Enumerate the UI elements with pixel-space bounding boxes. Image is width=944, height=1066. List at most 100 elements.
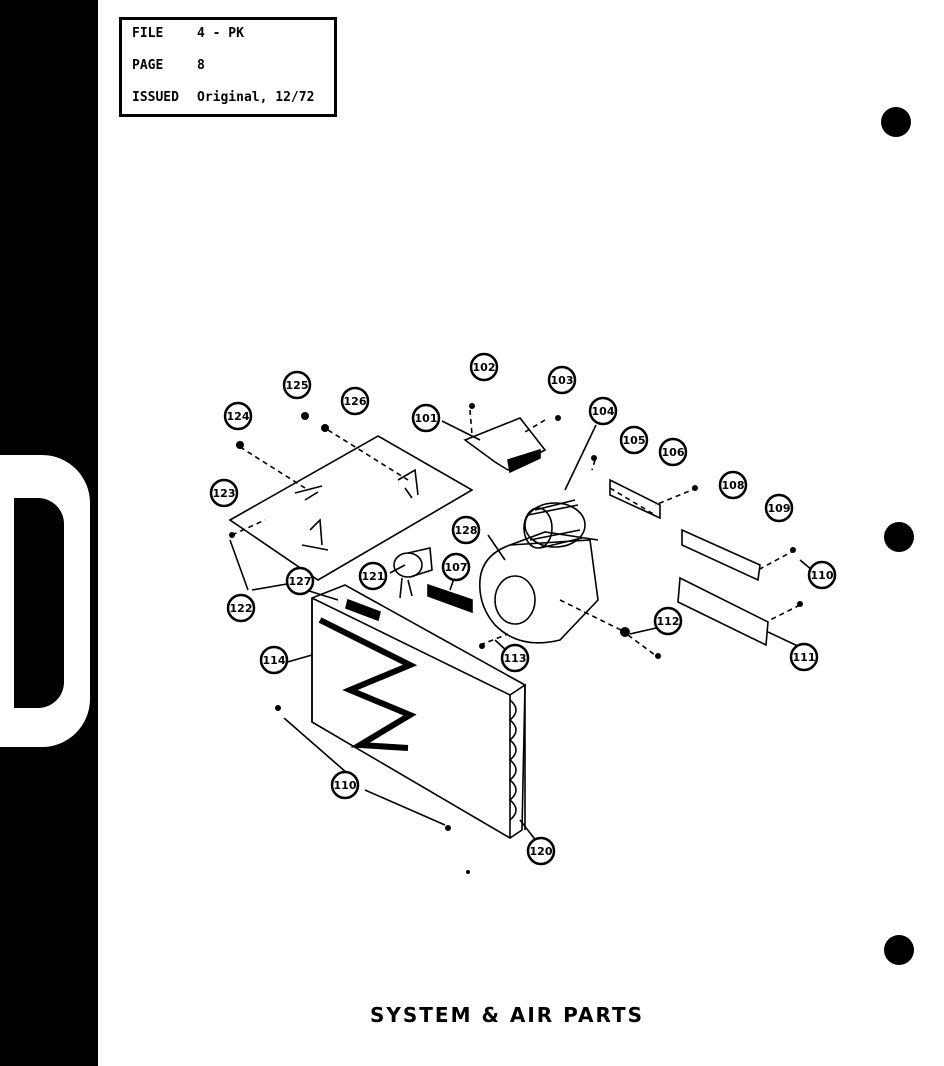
blower-wheel-blades — [527, 499, 583, 549]
callout-114: 114 — [259, 645, 289, 675]
callout-121: 121 — [358, 561, 388, 591]
file-row: FILE 4 - PK — [132, 26, 244, 41]
callout-number: 112 — [657, 615, 680, 628]
callout-number: 111 — [793, 651, 816, 664]
callout-circle — [619, 425, 649, 455]
issued-label: ISSUED — [132, 90, 179, 105]
callout-110: 110 — [330, 770, 360, 800]
callout-number: 123 — [213, 487, 236, 500]
callout-number: 106 — [662, 446, 685, 459]
callout-number: 101 — [415, 412, 438, 425]
callout-120: 120 — [526, 836, 556, 866]
callout-107: 107 — [441, 552, 471, 582]
callout-circle — [469, 352, 499, 382]
callout-103: 103 — [547, 365, 577, 395]
callout-102: 102 — [469, 352, 499, 382]
plate-bracket-2 — [301, 518, 329, 551]
callout-circle — [411, 403, 441, 433]
callout-125: 125 — [282, 370, 312, 400]
callout-circle — [500, 643, 530, 673]
callout-circle — [340, 386, 370, 416]
callout-number: 104 — [592, 405, 615, 418]
callout-108: 108 — [718, 470, 748, 500]
panel-111 — [677, 576, 769, 647]
cover-flange — [507, 448, 541, 474]
callout-circle — [789, 642, 819, 672]
callout-layer: 101 102 103 104 105 106 107 108 109 110 110 111 112 1… — [209, 352, 837, 866]
bracket-109 — [681, 528, 761, 582]
blower-wheel — [524, 502, 586, 548]
callout-123: 123 — [209, 478, 239, 508]
parts-sheet — [98, 0, 944, 1066]
callout-number: 110 — [334, 779, 357, 792]
callout-circle — [807, 560, 837, 590]
motor-leads — [399, 547, 433, 599]
blower-housing-opening — [494, 575, 536, 625]
callout-circle — [358, 561, 388, 591]
callout-number: 122 — [230, 602, 253, 615]
callout-circle — [285, 566, 315, 596]
callout-124: 124 — [223, 401, 253, 431]
binder-hole-middle — [884, 522, 914, 552]
callout-number: 103 — [551, 374, 574, 387]
callout-circle — [330, 770, 360, 800]
diagram-caption: SYSTEM & AIR PARTS — [370, 1003, 644, 1027]
base-plate — [228, 435, 474, 581]
page-value: 8 — [197, 58, 205, 73]
callout-circle — [209, 478, 239, 508]
issued-value: Original, 12/72 — [197, 90, 315, 105]
callout-110: 110 — [807, 560, 837, 590]
callout-number: 127 — [289, 575, 312, 588]
fastener-guide-lines — [231, 409, 801, 656]
callout-109: 109 — [764, 493, 794, 523]
callout-number: 128 — [455, 524, 478, 537]
callout-104: 104 — [588, 396, 618, 426]
callout-circle — [658, 437, 688, 467]
binder-hole-top — [881, 107, 911, 137]
callout-circle — [526, 836, 556, 866]
callout-circle — [282, 370, 312, 400]
callout-number: 113 — [504, 652, 527, 665]
file-label: FILE — [132, 26, 164, 41]
callout-105: 105 — [619, 425, 649, 455]
callout-circle — [653, 606, 683, 636]
callout-number: 126 — [344, 395, 367, 408]
coil-fins — [318, 617, 418, 751]
issued-row: ISSUED Original, 12/72 — [132, 90, 314, 105]
callout-circle — [451, 515, 481, 545]
callout-111: 111 — [789, 642, 819, 672]
callout-circle — [259, 645, 289, 675]
callout-106: 106 — [658, 437, 688, 467]
coil-top-bracket — [345, 598, 381, 622]
callout-126: 126 — [340, 386, 370, 416]
plate-clip — [294, 485, 323, 501]
callout-number: 102 — [473, 361, 496, 374]
callout-circle — [441, 552, 471, 582]
callout-number: 121 — [362, 570, 385, 583]
callout-circle — [588, 396, 618, 426]
callout-circle — [547, 365, 577, 395]
callout-112: 112 — [653, 606, 683, 636]
callout-128: 128 — [451, 515, 481, 545]
callout-circle — [718, 470, 748, 500]
binder-hole-bottom — [884, 935, 914, 965]
callout-number: 124 — [227, 410, 250, 423]
callout-number: 109 — [768, 502, 791, 515]
coil-return-bends — [508, 699, 517, 821]
blower-wheel-face — [523, 507, 553, 549]
callout-101: 101 — [411, 403, 441, 433]
callout-circle — [223, 401, 253, 431]
callout-circle — [764, 493, 794, 523]
callout-number: 120 — [530, 845, 553, 858]
callout-number: 110 — [811, 569, 834, 582]
plate-bracket — [397, 468, 419, 499]
blower-cover — [463, 417, 547, 471]
small-screws — [229, 403, 803, 874]
section-letter-d — [14, 498, 64, 708]
callout-circle — [226, 593, 256, 623]
file-value: 4 - PK — [197, 26, 244, 41]
mount-bracket-106 — [609, 478, 661, 520]
callout-122: 122 — [226, 593, 256, 623]
